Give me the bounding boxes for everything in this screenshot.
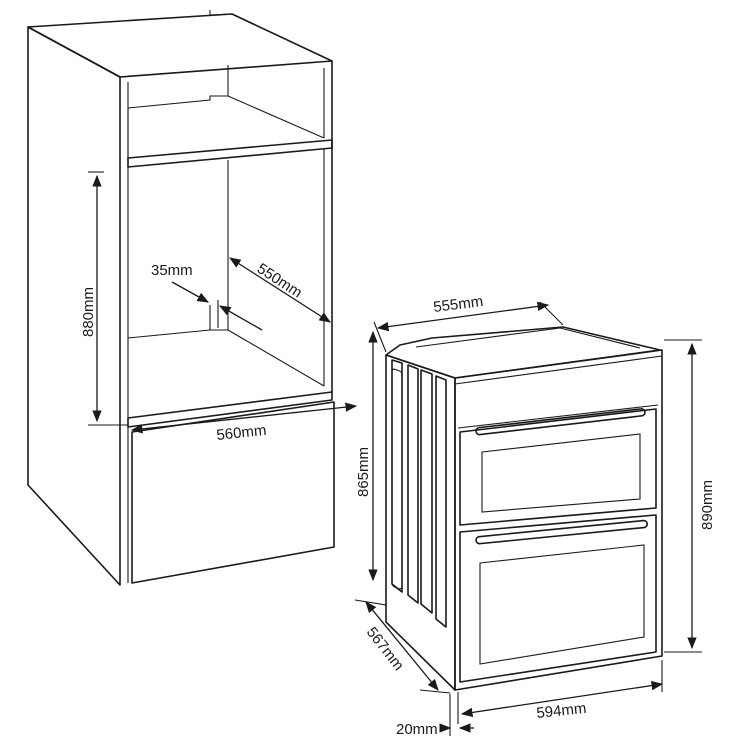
cabinet-upper-shelf	[127, 139, 333, 168]
oven-front-width-label: 594mm	[536, 700, 588, 722]
oven-upper-door	[459, 408, 657, 526]
upper-door-window	[481, 433, 641, 513]
oven-total-height-label: 890mm	[699, 480, 716, 530]
oven	[385, 326, 663, 691]
oven-front-frame	[454, 349, 663, 691]
oven-front-thickness-label: 20mm	[396, 721, 438, 738]
cabinet-height-label: 880mm	[80, 287, 97, 337]
oven-body-height-label: 865mm	[355, 447, 372, 497]
oven-depth-label: 567mm	[363, 624, 407, 674]
cabinet-lower-shelf	[127, 391, 333, 428]
oven-top-width-label: 555mm	[432, 293, 484, 316]
oven-side-ribs	[391, 359, 447, 628]
cabinet-width-label: 560mm	[216, 422, 268, 444]
cabinet-gap-label: 35mm	[151, 262, 193, 279]
lower-door-handle	[475, 519, 649, 545]
cabinet	[27, 10, 335, 586]
cabinet-depth-label: 550mm	[254, 260, 305, 302]
oven-lower-door	[459, 514, 657, 683]
oven-top	[385, 326, 661, 379]
cabinet-left-side	[27, 26, 121, 586]
lower-door-window	[479, 544, 645, 665]
upper-door-handle	[475, 408, 646, 436]
cabinet-top	[27, 13, 333, 78]
